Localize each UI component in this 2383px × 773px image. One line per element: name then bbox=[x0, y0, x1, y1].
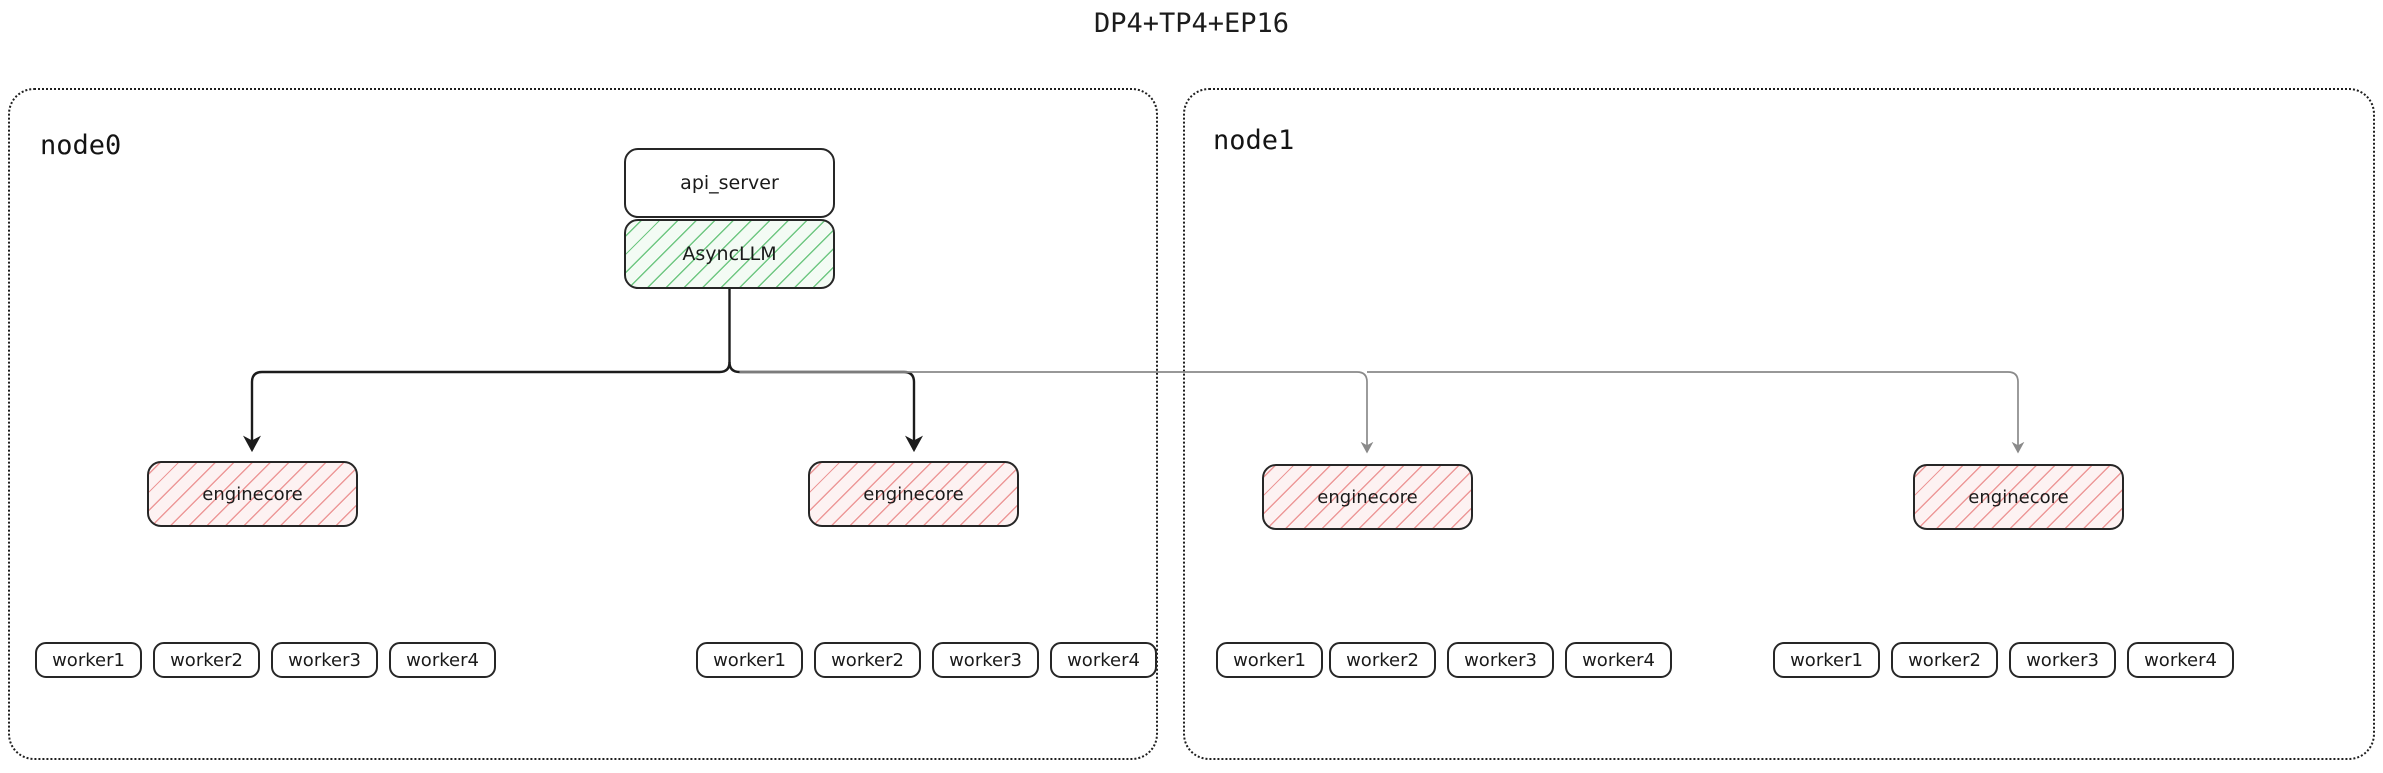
worker-box-node0-1-0[interactable]: worker1 bbox=[696, 642, 803, 678]
async-llm-label: AsyncLLM bbox=[682, 243, 777, 265]
worker-label: worker2 bbox=[170, 649, 243, 671]
worker-box-node1-0-2[interactable]: worker3 bbox=[1447, 642, 1554, 678]
node-label-node0: node0 bbox=[40, 130, 122, 161]
worker-box-node1-0-1[interactable]: worker2 bbox=[1329, 642, 1436, 678]
enginecore-label: enginecore bbox=[202, 483, 303, 505]
worker-label: worker1 bbox=[52, 649, 125, 671]
enginecore-label: enginecore bbox=[863, 483, 964, 505]
page-title: DP4+TP4+EP16 bbox=[1093, 8, 1290, 39]
enginecore-box-node0-0[interactable]: enginecore bbox=[147, 461, 358, 527]
worker-box-node0-0-1[interactable]: worker2 bbox=[153, 642, 260, 678]
worker-box-node0-0-3[interactable]: worker4 bbox=[389, 642, 496, 678]
async-llm-box[interactable]: AsyncLLM bbox=[624, 219, 835, 289]
worker-box-node1-1-1[interactable]: worker2 bbox=[1891, 642, 1998, 678]
worker-box-node0-0-2[interactable]: worker3 bbox=[271, 642, 378, 678]
api-server-box[interactable]: api_server bbox=[624, 148, 835, 218]
node-label-node1: node1 bbox=[1213, 125, 1295, 156]
worker-label: worker1 bbox=[713, 649, 786, 671]
worker-box-node1-0-0[interactable]: worker1 bbox=[1216, 642, 1323, 678]
worker-label: worker2 bbox=[1908, 649, 1981, 671]
worker-label: worker4 bbox=[1582, 649, 1655, 671]
api-server-label: api_server bbox=[680, 172, 779, 194]
worker-label: worker1 bbox=[1233, 649, 1306, 671]
worker-box-node1-1-3[interactable]: worker4 bbox=[2127, 642, 2234, 678]
worker-box-node0-1-3[interactable]: worker4 bbox=[1050, 642, 1157, 678]
worker-label: worker3 bbox=[1464, 649, 1537, 671]
worker-label: worker4 bbox=[1067, 649, 1140, 671]
worker-label: worker1 bbox=[1790, 649, 1863, 671]
worker-box-node1-1-0[interactable]: worker1 bbox=[1773, 642, 1880, 678]
worker-label: worker4 bbox=[406, 649, 479, 671]
worker-box-node0-0-0[interactable]: worker1 bbox=[35, 642, 142, 678]
enginecore-box-node0-1[interactable]: enginecore bbox=[808, 461, 1019, 527]
worker-label: worker2 bbox=[831, 649, 904, 671]
enginecore-box-node1-0[interactable]: enginecore bbox=[1262, 464, 1473, 530]
worker-box-node1-0-3[interactable]: worker4 bbox=[1565, 642, 1672, 678]
worker-label: worker2 bbox=[1346, 649, 1419, 671]
enginecore-label: enginecore bbox=[1968, 486, 2069, 508]
worker-box-node0-1-2[interactable]: worker3 bbox=[932, 642, 1039, 678]
worker-label: worker3 bbox=[949, 649, 1022, 671]
worker-box-node0-1-1[interactable]: worker2 bbox=[814, 642, 921, 678]
enginecore-label: enginecore bbox=[1317, 486, 1418, 508]
worker-label: worker3 bbox=[2026, 649, 2099, 671]
worker-label: worker3 bbox=[288, 649, 361, 671]
worker-label: worker4 bbox=[2144, 649, 2217, 671]
worker-box-node1-1-2[interactable]: worker3 bbox=[2009, 642, 2116, 678]
enginecore-box-node1-1[interactable]: enginecore bbox=[1913, 464, 2124, 530]
